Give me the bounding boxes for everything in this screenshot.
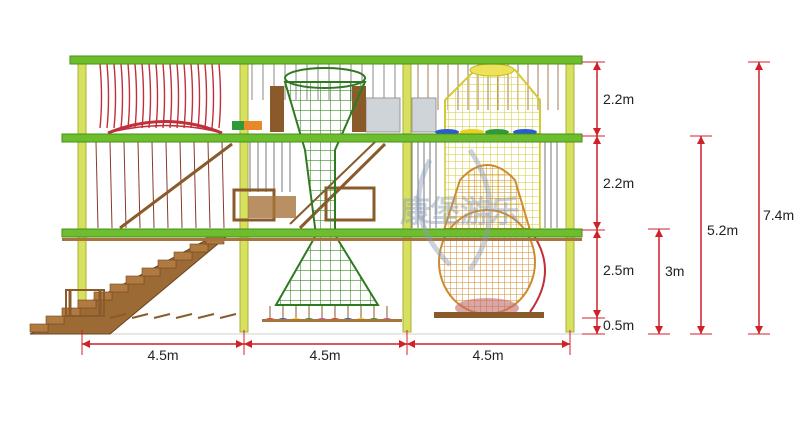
cumulative-label-5-2m: 5.2m <box>707 222 738 238</box>
cumulative-height-dimensions: 3m 5.2m 7.4m <box>648 61 794 335</box>
floor-decks <box>61 55 583 241</box>
width-label-1: 4.5m <box>147 347 178 363</box>
ground-staircase <box>29 235 227 335</box>
cumulative-label-3m: 3m <box>665 263 684 279</box>
height-label-top: 2.2m <box>603 91 634 107</box>
cumulative-label-7-4m: 7.4m <box>763 207 794 223</box>
height-label-middle: 2.2m <box>603 175 634 191</box>
watermark: 康堡游乐 <box>400 148 520 272</box>
height-label-lower: 2.5m <box>603 262 634 278</box>
width-label-2: 4.5m <box>309 347 340 363</box>
height-label-base: 0.5m <box>603 317 634 333</box>
ground-stepping-elements <box>109 306 544 322</box>
watermark-text: 康堡游乐 <box>400 195 520 230</box>
width-dimensions: 4.5m 4.5m 4.5m <box>81 330 571 363</box>
wooden-platforms <box>232 86 437 222</box>
width-label-3: 4.5m <box>472 347 503 363</box>
level-height-dimensions: 2.2m 2.2m 2.5m 0.5m <box>582 61 634 335</box>
